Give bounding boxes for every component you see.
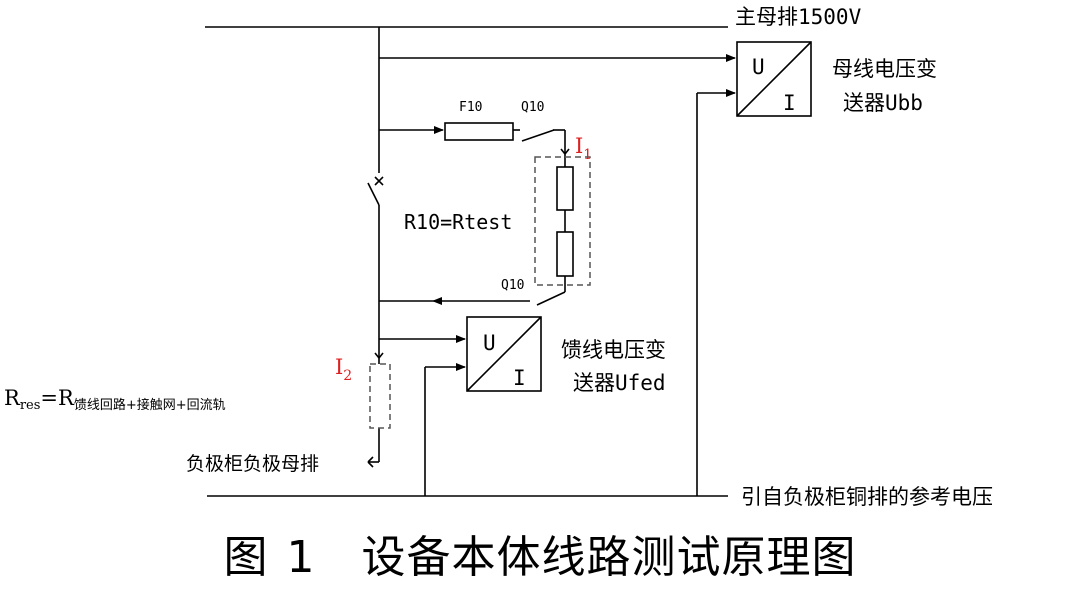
bus-transmitter-i: I (783, 91, 796, 115)
feeder-transmitter-label-2: 送器Ufed (573, 371, 666, 395)
q10-top-tick-a (560, 148, 566, 155)
feeder-transmitter-diag (466, 316, 542, 392)
rtest-dashed-box (534, 156, 591, 286)
bus-transmitter-label-2: 送器Ubb (843, 91, 923, 115)
rres-formula: Rres=R馈线回路+接触网+回流轨 (4, 386, 226, 413)
trunk-switch-blade (367, 182, 380, 206)
switch-top-label: Q10 (521, 100, 544, 115)
bus-transmitter-diag (736, 41, 812, 117)
ref-voltage-label: 引自负极柜铜排的参考电压 (741, 485, 993, 509)
q10-top-blade (521, 129, 555, 142)
caption-number: 1 (286, 532, 316, 583)
feeder-transmitter-i: I (513, 366, 526, 390)
bus-transmitter-label-1: 母线电压变 (832, 57, 937, 81)
neg-arrow-b (367, 461, 374, 468)
resistor-label: R10=Rtest (404, 210, 512, 234)
q10-bottom-blade (536, 291, 566, 306)
main-bus-label: 主母排1500V (735, 5, 862, 29)
rres-dashed-box (369, 363, 391, 429)
feeder-transmitter-u: U (483, 331, 496, 355)
fuse-f10 (444, 122, 514, 141)
fuse-label: F10 (459, 100, 482, 115)
trunk-x-b (374, 176, 384, 186)
feeder-transmitter-label-1: 馈线电压变 (561, 338, 666, 362)
neg-bus-label: 负极柜负极母排 (186, 453, 319, 475)
i2-tick-b (378, 352, 384, 359)
caption-fig: 图 (223, 532, 269, 583)
feeder-transmitter-box (466, 316, 542, 392)
neg-arrow-a (367, 456, 374, 463)
bus-transmitter-box (736, 41, 812, 117)
current1-label: I1 (575, 134, 592, 163)
q10-top-tick-b (564, 148, 570, 155)
i2-tick-a (374, 352, 380, 359)
resistor-lower (556, 231, 574, 277)
caption-title: 设备本体线路测试原理图 (361, 532, 857, 583)
bus-transmitter-u: U (752, 55, 765, 79)
resistor-upper (556, 166, 574, 211)
current2-label: I2 (335, 355, 352, 384)
switch-bottom-label: Q10 (501, 278, 524, 293)
